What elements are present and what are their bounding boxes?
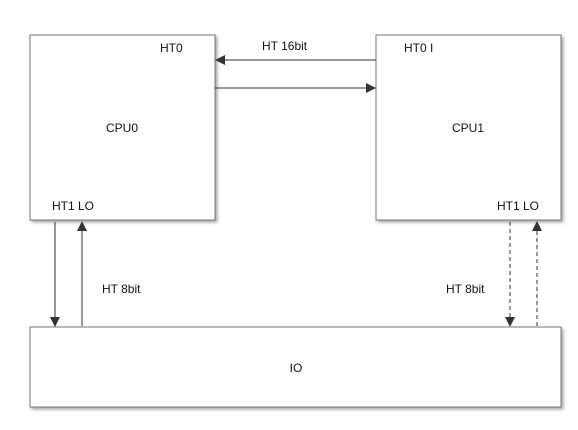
cpu-link: HT 16bit <box>215 39 376 93</box>
cpu1-box <box>375 34 562 221</box>
cpu0-port-ht0: HT0 <box>160 41 183 55</box>
cpu0-port-ht1: HT1 LO <box>52 199 94 213</box>
cpu1-port-ht0: HT0 I <box>404 41 433 55</box>
cpu1-node: CPU1 HT0 I HT1 LO <box>375 34 562 221</box>
cpu-link-label: HT 16bit <box>262 39 308 53</box>
io-box <box>29 326 562 408</box>
io-title: IO <box>290 361 303 375</box>
cpu0-node: CPU0 HT0 HT1 LO <box>29 34 216 221</box>
io-node: IO <box>29 326 562 408</box>
cpu1-title: CPU1 <box>452 121 484 135</box>
cpu1-port-ht1: HT1 LO <box>497 199 539 213</box>
cpu0-box <box>29 34 216 221</box>
cpu1-io-link: HT 8bit <box>446 221 542 327</box>
cpu1-io-label: HT 8bit <box>446 282 485 296</box>
cpu0-io-label: HT 8bit <box>102 282 141 296</box>
cpu0-title: CPU0 <box>106 121 138 135</box>
cpu0-io-link: HT 8bit <box>50 221 141 327</box>
